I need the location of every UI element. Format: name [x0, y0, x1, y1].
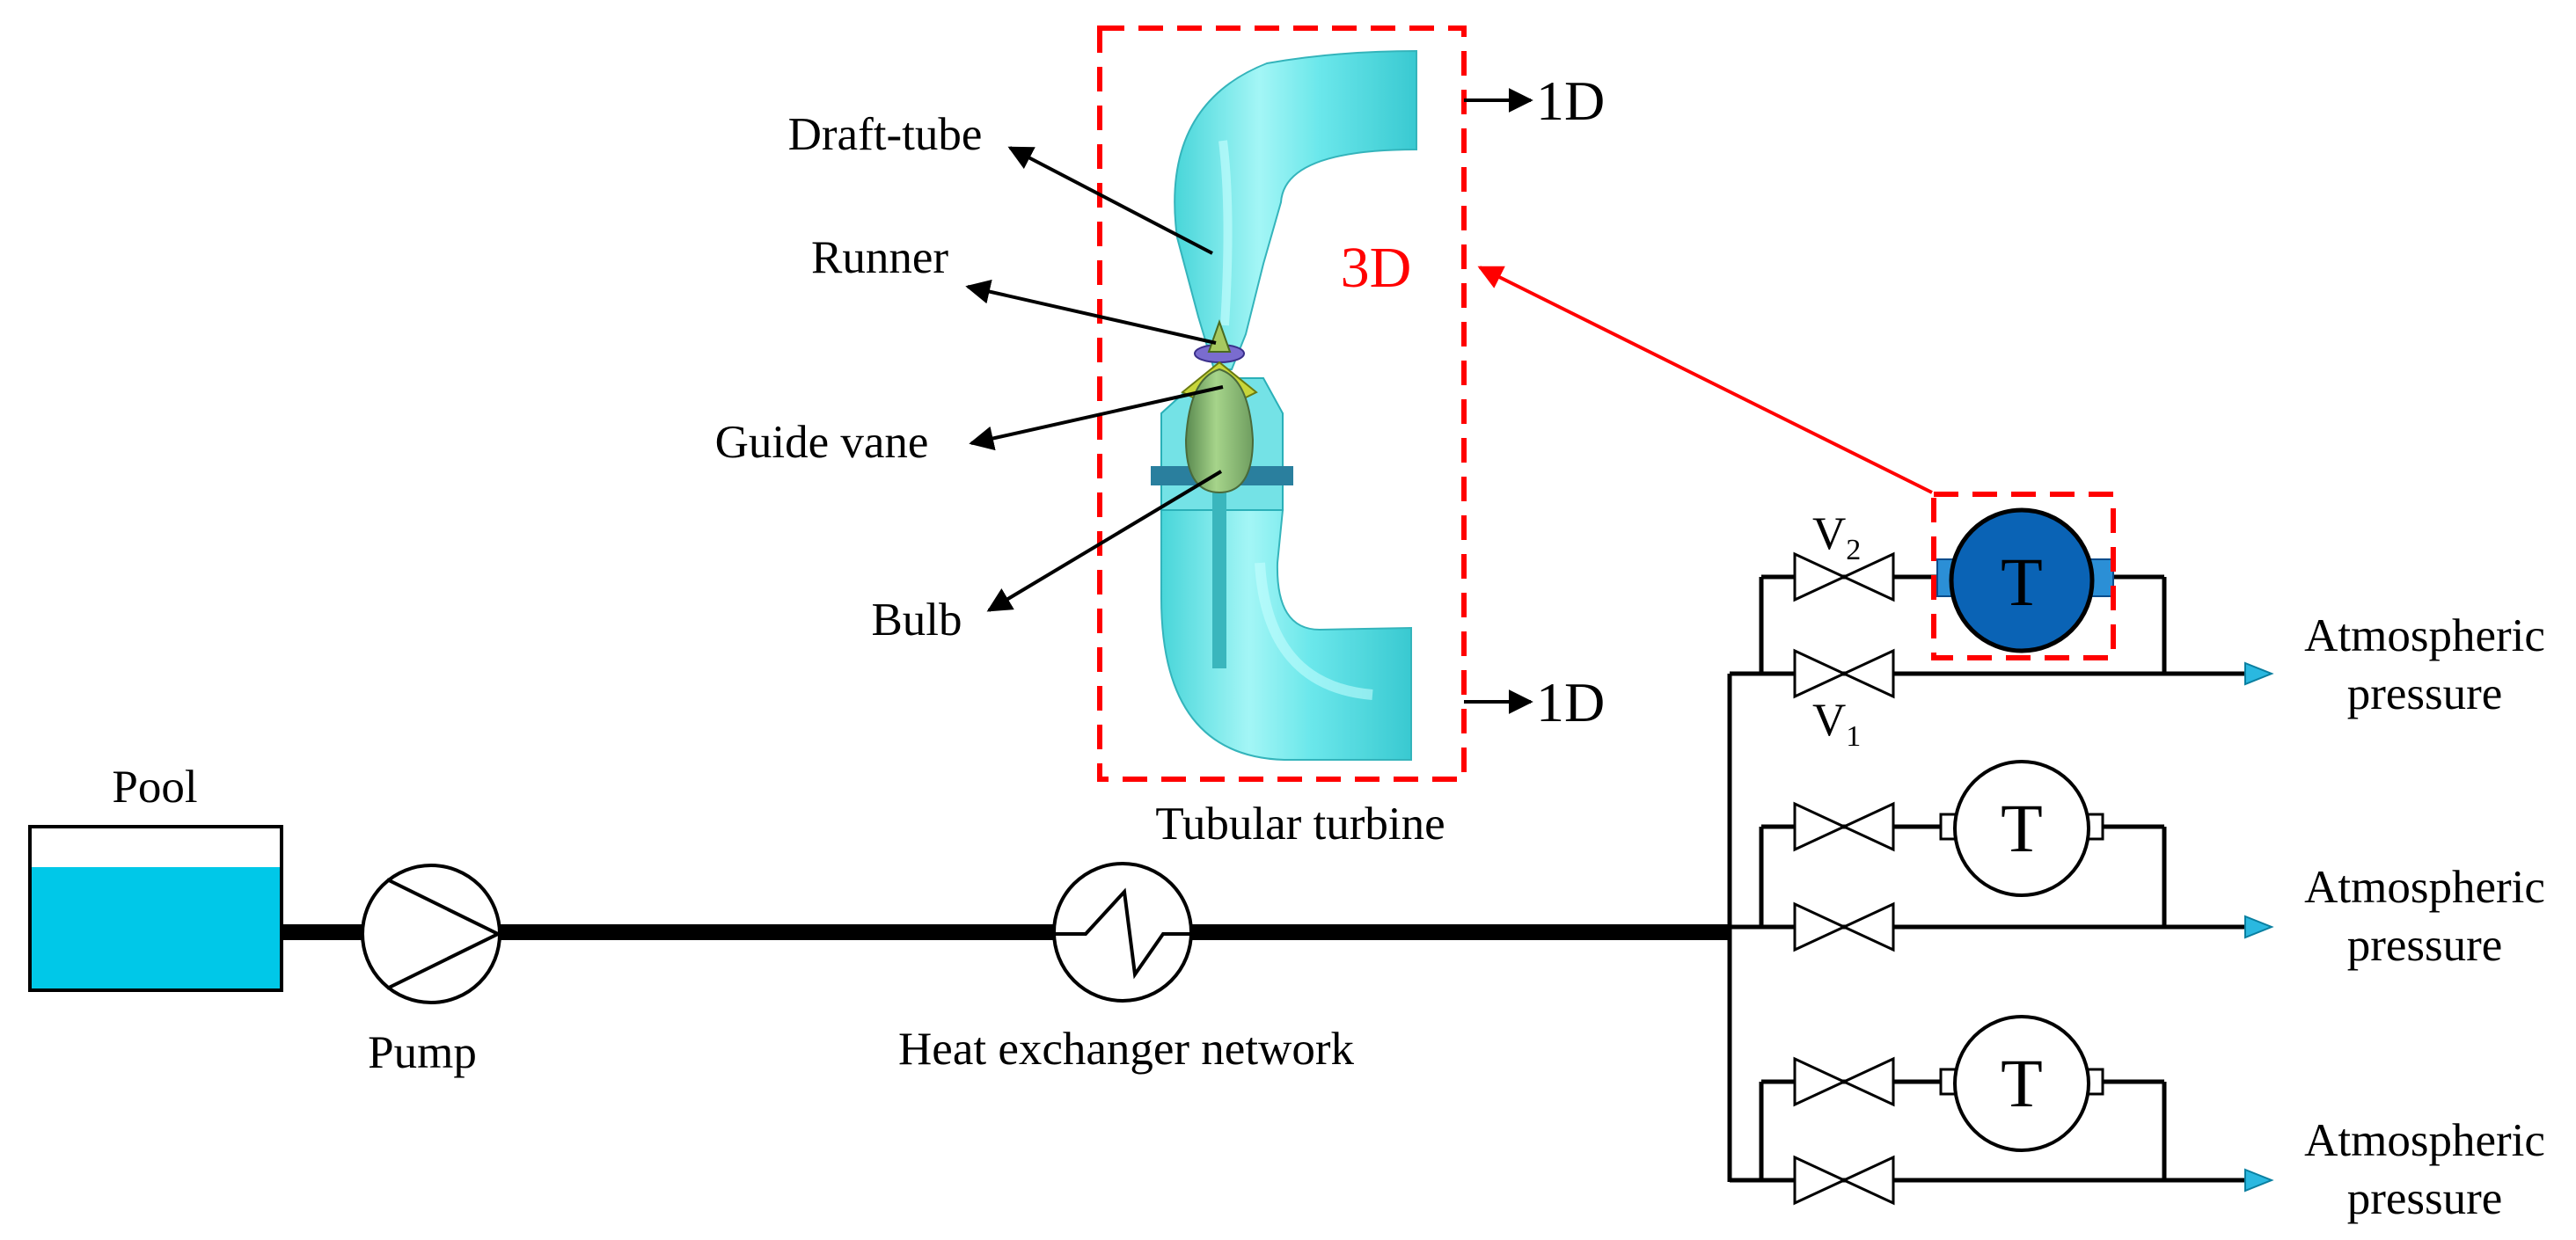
outlet-label-1: Atmospheric — [2304, 610, 2545, 661]
guide-vane-pointer — [969, 385, 1224, 451]
active-turbine-highlight-box — [1931, 492, 2116, 660]
valve-upper-3 — [1793, 1056, 1895, 1107]
1d-bottom-label: 1D — [1536, 671, 1605, 733]
draft-tube-label: Draft-tube — [788, 109, 983, 160]
bulb — [1184, 368, 1255, 494]
outlet-arrow-3-head — [2244, 1168, 2274, 1193]
outlet-label-3b: pressure — [2347, 1173, 2503, 1224]
turbine-2 — [1953, 760, 2090, 897]
branch-1: V2 V1 T Atmospheric pressure — [1730, 492, 2545, 753]
branch-3: T Atmospheric pressure — [1730, 1015, 2545, 1224]
support-strut — [1212, 492, 1226, 668]
turbine-3 — [1953, 1015, 2090, 1152]
guide-vane-label: Guide vane — [715, 417, 929, 468]
branch-2: T Atmospheric pressure — [1730, 760, 2545, 971]
heat-exchanger: Heat exchanger network — [898, 862, 1354, 1075]
pool: Pool — [28, 762, 283, 992]
draft-tube-elbow — [1174, 49, 1417, 370]
outlet-arrow-1-head — [2244, 661, 2274, 686]
outlet-label-2b: pressure — [2347, 920, 2503, 971]
active-turbine — [1949, 507, 2095, 653]
callouts: Draft-tube Runner Guide vane Bulb — [715, 109, 1933, 646]
outlet-arrow-2-head — [2244, 915, 2274, 939]
pool-label: Pool — [112, 762, 197, 813]
turbine-2-symbol: T — [2001, 790, 2043, 866]
heat-exchanger-symbol — [1052, 862, 1193, 1003]
outlet-label-2: Atmospheric — [2304, 862, 2545, 913]
pump-symbol — [361, 864, 501, 1004]
outlet-label-3: Atmospheric — [2304, 1115, 2545, 1166]
outlet-label-1b: pressure — [2347, 668, 2503, 719]
lower-elbow — [1160, 509, 1412, 761]
valve-lower-2 — [1793, 901, 1895, 952]
valve-v1 — [1793, 648, 1895, 699]
draft-tube-pointer — [1007, 146, 1213, 255]
pump-triangle — [386, 878, 502, 990]
1d-top-label: 1D — [1536, 69, 1605, 132]
active-turbine-symbol: T — [2001, 543, 2043, 620]
runner-label: Runner — [811, 232, 948, 283]
tubular-turbine-model: 3D 1D 1D Tubular turbine — [1097, 26, 1605, 850]
3d-label: 3D — [1341, 236, 1412, 300]
pump-label: Pump — [368, 1027, 477, 1078]
valve-upper-2 — [1793, 801, 1895, 852]
bulb-label: Bulb — [871, 594, 962, 646]
bulb-pointer — [986, 470, 1223, 612]
3d-domain-box — [1097, 26, 1467, 782]
pool-water — [32, 867, 280, 988]
valve-v1-label: V1 — [1812, 695, 1861, 753]
pump: Pump — [361, 864, 502, 1078]
3d-link-arrow — [1477, 266, 1933, 494]
runner-pointer — [965, 279, 1217, 345]
valve-v2-label: V2 — [1812, 508, 1861, 566]
valve-lower-3 — [1793, 1155, 1895, 1206]
valve-v2 — [1793, 551, 1895, 602]
tubular-turbine-label: Tubular turbine — [1155, 799, 1445, 850]
heat-exchanger-zigzag — [1056, 887, 1189, 980]
heat-exchanger-label: Heat exchanger network — [898, 1024, 1354, 1075]
turbine-3-symbol: T — [2001, 1045, 2043, 1121]
